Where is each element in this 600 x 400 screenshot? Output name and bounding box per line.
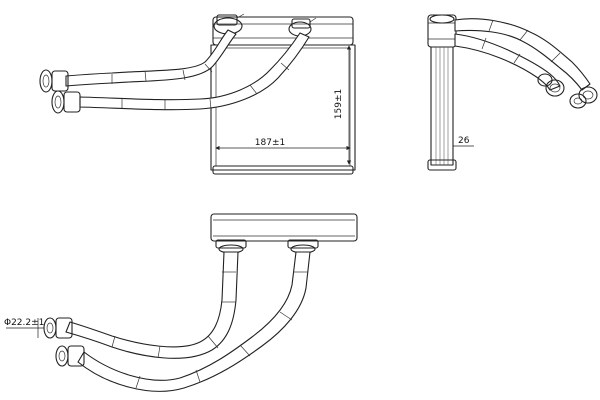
side-hose-upper: [454, 18, 591, 91]
width-dimension: 187±1: [215, 138, 351, 151]
width-dimension-label: 187±1: [255, 138, 285, 148]
side-top-header: [427, 14, 457, 48]
pipe-diameter-dimension: Φ22.2±1: [4, 318, 44, 338]
thickness-dimension-label: 26: [458, 136, 470, 146]
side-hose-lower: [454, 33, 561, 91]
side-end-connectors: [537, 73, 598, 109]
front-view: 187±1 159±1: [39, 13, 356, 175]
front-end-connectors: [39, 69, 81, 114]
pipe-diameter-label: Φ22.2±1: [4, 318, 44, 328]
side-view: 26: [427, 14, 598, 171]
front-top-tank: [212, 16, 354, 46]
top-body: [210, 213, 358, 242]
side-bottom-tank: [427, 159, 457, 171]
thickness-dimension: 26: [453, 136, 474, 147]
top-fitting-left: [215, 239, 247, 249]
height-dimension-label: 159±1: [334, 89, 344, 119]
front-hose-upper: [65, 29, 237, 87]
top-view: Φ22.2±1: [4, 213, 358, 392]
height-dimension: 159±1: [334, 45, 352, 165]
front-bottom-tank: [212, 165, 354, 175]
top-hose-right: [77, 251, 311, 392]
top-fitting-right: [287, 239, 319, 249]
side-core: [430, 46, 454, 166]
top-hose-left: [65, 251, 239, 359]
